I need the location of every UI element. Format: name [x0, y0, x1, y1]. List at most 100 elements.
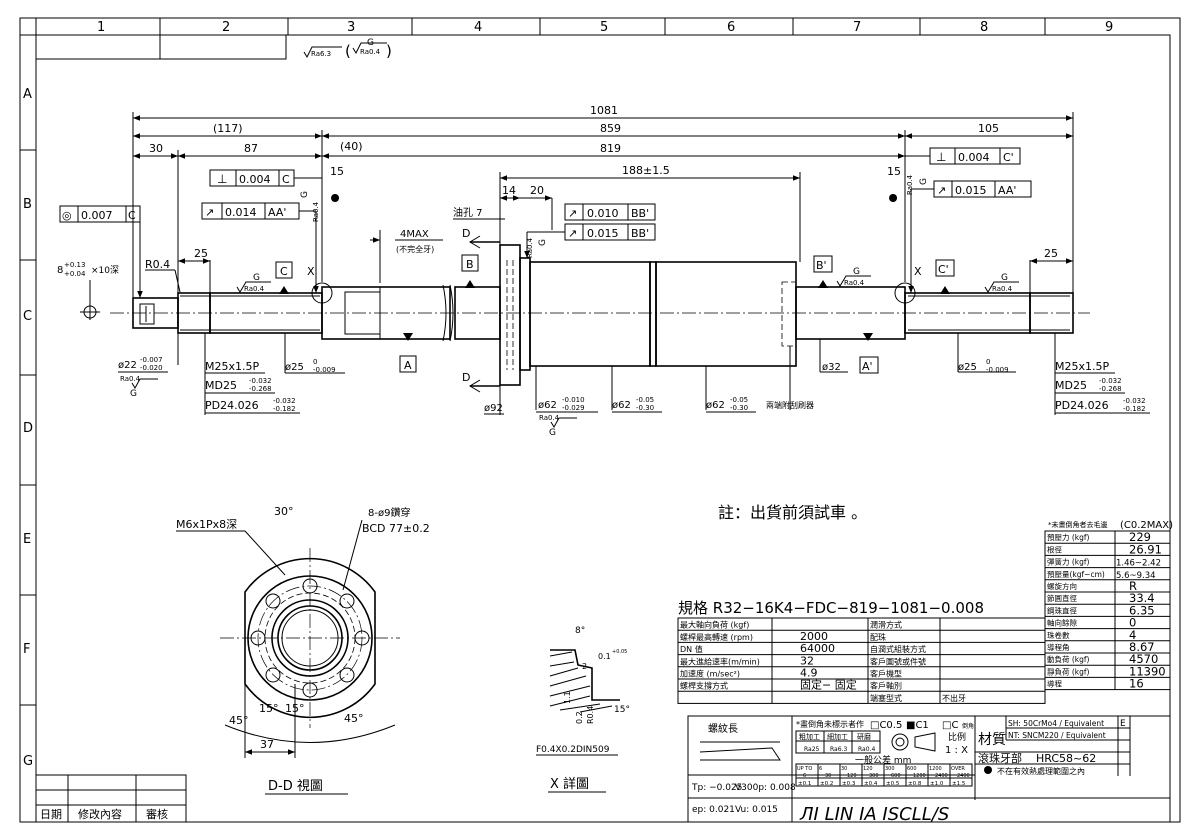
svg-text:0.010: 0.010	[587, 207, 619, 220]
svg-text:倒角: 倒角	[962, 722, 974, 730]
material-label: 材質	[978, 732, 1006, 748]
dim-4max-note: (不完全牙)	[396, 244, 434, 254]
spec-right-value: R	[1129, 579, 1137, 593]
svg-text:+0.04: +0.04	[64, 270, 86, 278]
svg-text:-0.182: -0.182	[273, 405, 296, 413]
svg-text:G: G	[538, 239, 548, 246]
svg-text:粗加工: 粗加工	[799, 732, 820, 741]
dim-25-left: 25	[194, 247, 208, 260]
spec-left-cell: 螺桿支撐方式	[680, 681, 728, 691]
chamfer-note: *畫倒角未標示者作	[796, 719, 864, 729]
svg-text:-0.182: -0.182	[1123, 405, 1146, 413]
detail-angle-8: 8°	[575, 626, 585, 636]
tolerance-frames: ⊥ 0.004 C ◎ 0.007 C ↗ 0.014 AA'	[59, 147, 1032, 298]
vu-value: Vu: 0.015	[735, 805, 778, 815]
dia-92: ø92	[484, 403, 503, 414]
ep-value: ep: 0.021	[692, 805, 735, 815]
row-label-B: B	[23, 197, 32, 212]
spec-right-value: 8.67	[1129, 640, 1155, 654]
svg-text:⊥: ⊥	[936, 150, 946, 164]
datum-boxes: C B A B' A' C'	[275, 254, 955, 374]
tolerance-conc-left: ◎ 0.007 C	[59, 205, 143, 298]
roughness-vertical-right: Ra0.4 G	[906, 174, 929, 195]
scale-value: 1 : X	[945, 745, 968, 756]
svg-text:BB': BB'	[631, 207, 649, 220]
spec-right-label: 鋼珠直徑	[1047, 605, 1077, 615]
roughness-vertical-nut: Ra0.4 G	[526, 237, 548, 258]
svg-text:◎: ◎	[62, 209, 72, 222]
spec-right-label: 軸向餘隙	[1047, 618, 1077, 628]
svg-text:0.015: 0.015	[587, 227, 619, 240]
detail-angle-15: 15°	[614, 705, 630, 715]
tolerance-runout-bb1: ↗ 0.010 BB'	[564, 203, 656, 221]
svg-text:Ra0.4: Ra0.4	[360, 48, 381, 56]
flange-angle-45a: 45°	[229, 714, 249, 727]
tolerance-perp-right: ⊥ 0.004 C'	[905, 147, 1021, 165]
svg-text:-0.032: -0.032	[249, 377, 272, 385]
detail-dim-11: 1.1	[563, 691, 572, 704]
dim-15-left: 15	[330, 165, 344, 178]
roughness-right-b: Ra0.4G	[836, 267, 871, 287]
col-label-1: 1	[97, 20, 105, 35]
svg-text:Ra0.4: Ra0.4	[120, 375, 141, 383]
svg-text:X: X	[307, 265, 315, 278]
spec-table-right-header-val: (C0.2MAX)	[1120, 520, 1173, 531]
svg-text:-0.032: -0.032	[1123, 397, 1146, 405]
svg-text:-0.029: -0.029	[562, 404, 585, 412]
dim-30: 30	[149, 142, 163, 155]
tolerance-runout-bb2: ↗ 0.015 BB'	[524, 223, 656, 258]
svg-text:C': C'	[1003, 151, 1014, 164]
dim-r04: R0.4	[145, 258, 170, 271]
spec-left-cell: 2000	[800, 630, 828, 643]
svg-text:±0.8: ±0.8	[908, 781, 922, 787]
spec-left-cell: 最大軸向負荷 (kgf)	[680, 620, 749, 630]
col-label-6: 6	[727, 20, 735, 35]
svg-text:1200: 1200	[929, 766, 942, 772]
spec-right-label: 動負荷 (kgf)	[1047, 654, 1090, 664]
flange-m6: M6x1Px8深	[176, 518, 237, 531]
spec-right-value: 5.6~9.34	[1116, 571, 1156, 581]
dia-62-c: ø62	[706, 400, 725, 411]
row-label-C: C	[23, 309, 32, 324]
spec-left-cell: 端塞型式	[870, 693, 902, 703]
dim-40: (40)	[340, 140, 363, 153]
svg-text:120: 120	[863, 766, 873, 772]
spec-right-label: 根徑	[1047, 544, 1063, 554]
svg-text:-0.009: -0.009	[313, 366, 336, 374]
title-block: 螺紋長 *畫倒角未標示者作 □C0.5 ■C1 □C 倒角 粗加工 細加工 研磨…	[687, 715, 1171, 825]
svg-text:0.004: 0.004	[239, 173, 271, 186]
row-label-F: F	[23, 642, 30, 657]
spec-right-value: 229	[1129, 530, 1151, 544]
svg-text:-0.009: -0.009	[986, 366, 1009, 374]
svg-text:Ra0.4: Ra0.4	[312, 201, 320, 222]
detail-r01: 0.1	[598, 652, 611, 661]
svg-text:D: D	[462, 371, 470, 384]
svg-text:300: 300	[869, 773, 879, 779]
svg-text:■C1: ■C1	[906, 720, 929, 731]
dim-87: 87	[244, 142, 258, 155]
svg-text:-0.30: -0.30	[636, 404, 654, 412]
heat-treat-note: 不在有效熱處理範圍之內	[997, 766, 1085, 776]
roughness-vertical-left: Ra0.4 G	[300, 191, 320, 222]
spec-right-label: 珠卷數	[1047, 630, 1070, 640]
svg-text:120: 120	[847, 773, 857, 779]
svg-text:↗: ↗	[937, 184, 946, 197]
general-roughness-note: Ra6.3 Ra0.4 G ( )	[303, 38, 392, 60]
dim-105: 105	[978, 122, 999, 135]
flange-angle-45b: 45°	[344, 712, 364, 725]
svg-text:G: G	[253, 273, 260, 283]
dim-25-right: 25	[1044, 247, 1058, 260]
test-run-note: 註：出貨前須試車 。	[718, 503, 867, 522]
svg-text:Ra0.4: Ra0.4	[992, 285, 1013, 293]
spec-left-cell: 最大進給速率(m/min)	[680, 656, 760, 666]
tolerance-runout-left: ↗ 0.014 AA'	[201, 202, 319, 293]
detail-spec: F0.4X0.2DIN509	[536, 745, 610, 755]
spec-right-label: 導程角	[1047, 642, 1070, 652]
svg-text:-0.032: -0.032	[273, 397, 296, 405]
svg-text:300: 300	[885, 766, 895, 772]
svg-text:(: (	[345, 42, 351, 60]
dia-25-left: ø25	[285, 362, 304, 373]
spec-right-label: 導程	[1047, 679, 1063, 689]
dim-14: 14	[502, 184, 516, 197]
col-label-3: 3	[347, 20, 355, 35]
